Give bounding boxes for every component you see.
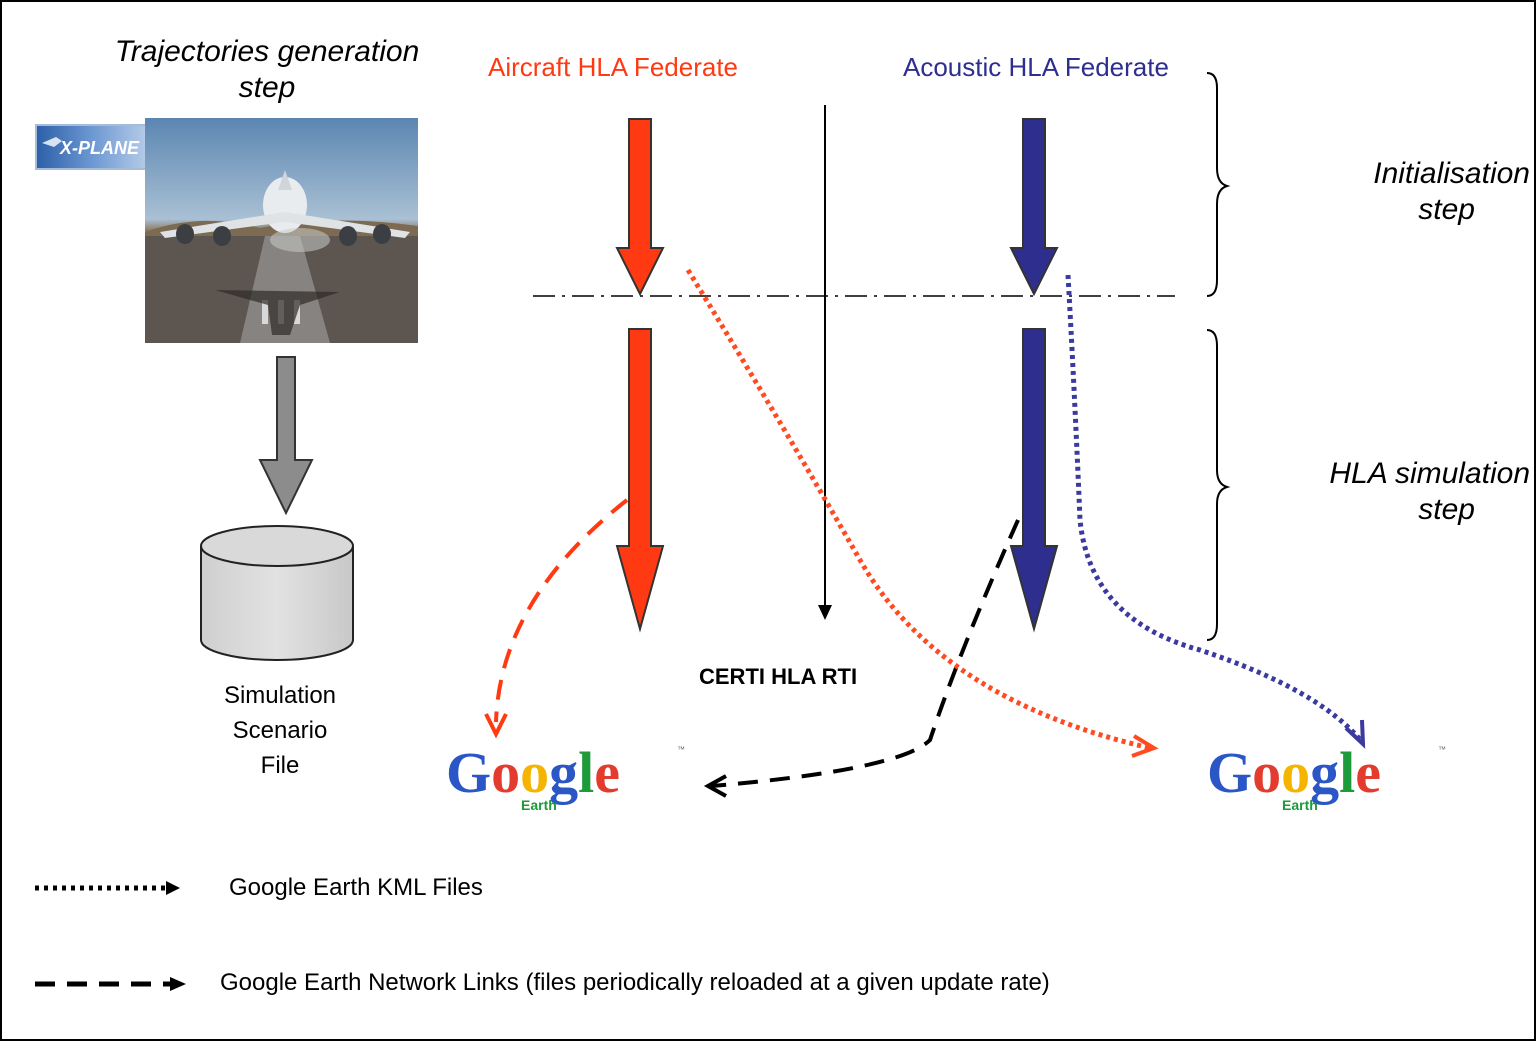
trajectories-step-line2: step bbox=[238, 71, 296, 104]
hla-step-line1: HLA simulation bbox=[1329, 457, 1530, 490]
scenario-database-icon bbox=[200, 525, 354, 661]
rti-timeline-arrow bbox=[818, 105, 832, 620]
google-earth-logo-left-text: Google bbox=[446, 740, 620, 805]
init-step-line1: Initialisation bbox=[1373, 157, 1530, 190]
aircraft-federate-label: Aircraft HLA Federate bbox=[488, 52, 738, 82]
scenario-line3: File bbox=[260, 752, 300, 779]
scenario-arrow bbox=[258, 356, 314, 516]
scenario-line1: Simulation bbox=[223, 682, 337, 709]
acoustic-sim-arrow bbox=[1009, 328, 1059, 633]
aircraft-network-link-arrow bbox=[484, 498, 629, 739]
google-earth-logo-right-text: Google bbox=[1207, 740, 1381, 805]
init-step-line2: step bbox=[1418, 193, 1475, 226]
google-earth-logo-left-earth: Earth bbox=[521, 797, 557, 813]
hla-step-label: HLA simulation step bbox=[1272, 456, 1530, 528]
legend-kml-label: Google Earth KML Files bbox=[229, 874, 483, 901]
acoustic-federate-label: Acoustic HLA Federate bbox=[903, 52, 1169, 82]
legend-network-links-label: Google Earth Network Links (files period… bbox=[220, 969, 1050, 996]
init-step-brace bbox=[1206, 72, 1231, 297]
acoustic-init-arrow bbox=[1009, 118, 1059, 297]
rti-label: CERTI HLA RTI bbox=[699, 664, 858, 689]
google-earth-logo-right: Google Earth ™ bbox=[1207, 740, 1446, 813]
hla-step-brace bbox=[1206, 329, 1231, 641]
google-earth-logo-left: Google Earth ™ bbox=[446, 740, 685, 813]
aircraft-init-arrow bbox=[615, 118, 665, 297]
google-earth-logo-left-tm: ™ bbox=[677, 745, 685, 754]
aircraft-sim-arrow bbox=[615, 328, 665, 633]
scenario-file-label: Simulation Scenario File bbox=[190, 678, 370, 783]
scenario-line2: Scenario bbox=[232, 717, 328, 744]
legend-dashed-arrow-icon bbox=[35, 977, 186, 991]
acoustic-network-link-arrow bbox=[703, 519, 1020, 798]
init-step-label: Initialisation step bbox=[1290, 156, 1530, 228]
acoustic-kml-arrow bbox=[1065, 274, 1366, 749]
aircraft-kml-arrow bbox=[685, 268, 1159, 758]
xplane-banner-text: X-PLANE bbox=[59, 138, 140, 158]
legend-dotted-arrow-icon bbox=[35, 881, 180, 895]
trajectories-step-line1: Trajectories generation bbox=[114, 35, 420, 68]
xplane-banner: X-PLANE bbox=[35, 124, 153, 170]
hla-step-line2: step bbox=[1418, 493, 1475, 526]
trajectories-step-label: Trajectories generation step bbox=[62, 34, 472, 106]
google-earth-logo-right-tm: ™ bbox=[1438, 745, 1446, 754]
google-earth-logo-right-earth: Earth bbox=[1282, 797, 1318, 813]
xplane-screenshot-image bbox=[145, 118, 418, 343]
